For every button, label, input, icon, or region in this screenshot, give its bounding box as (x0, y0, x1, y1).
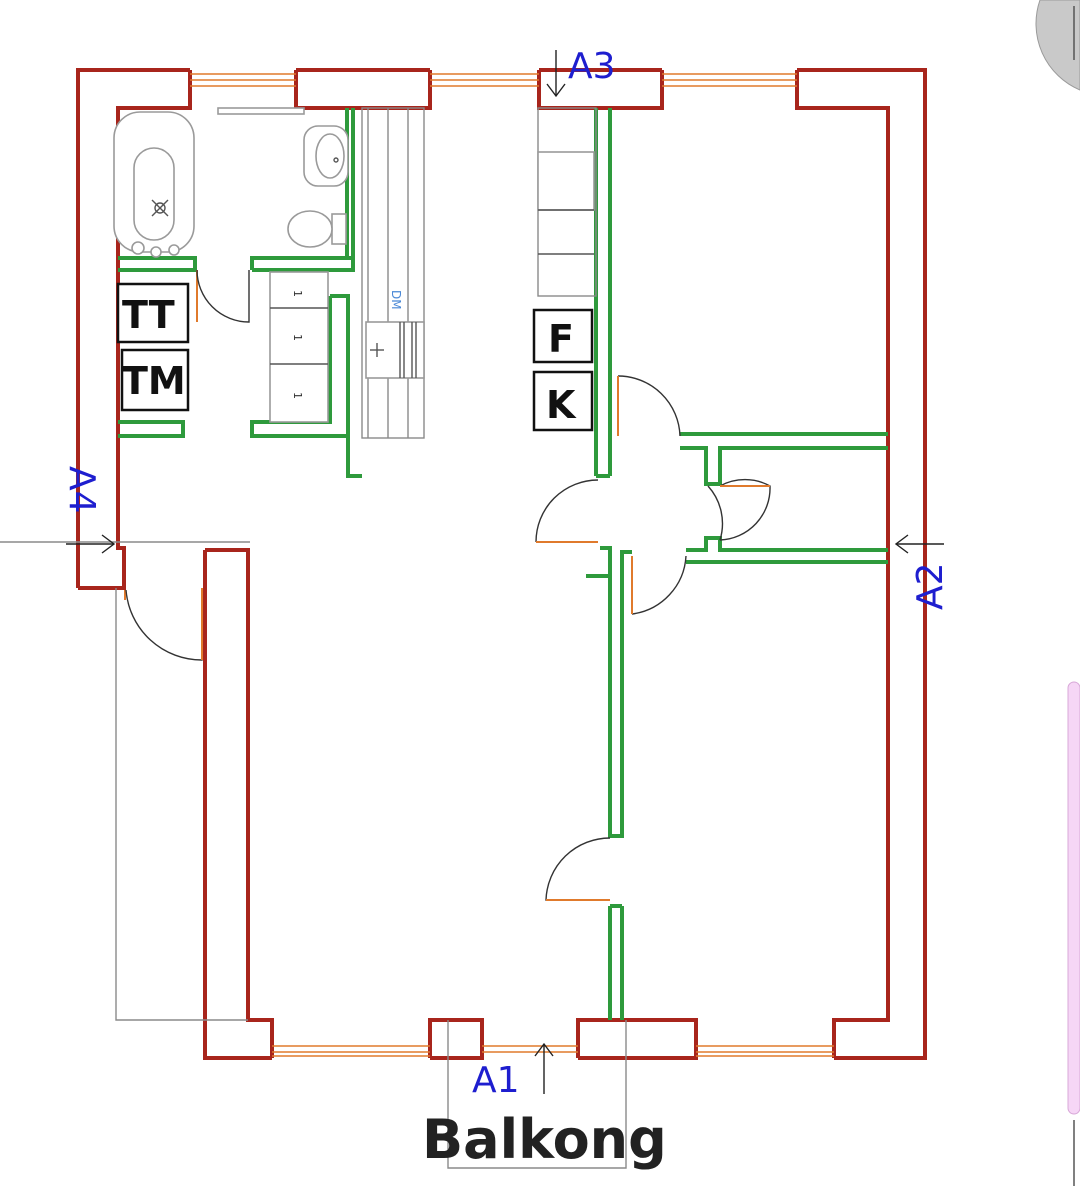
ui-chrome (1035, 0, 1080, 1186)
corner-menu-button[interactable] (1035, 0, 1080, 91)
section-markers: A3 A4 A2 A1 (61, 46, 951, 1101)
closet-mark-3: 1 (291, 392, 304, 399)
scrollbar-thumb[interactable] (1067, 681, 1080, 1115)
label-tm-text: TM (122, 359, 186, 403)
closet-mark-2: 1 (291, 334, 304, 341)
section-a4: A4 (61, 466, 102, 514)
label-tt-text: TT (122, 293, 175, 337)
windows (190, 73, 834, 1057)
closet-mark-1: 1 (291, 290, 304, 297)
label-tt: TT (116, 282, 190, 344)
label-k-text: K (546, 383, 577, 427)
room-balcony: Balkong (422, 1108, 667, 1171)
room-labels: TT TM F K Balkong (116, 282, 667, 1171)
fixtures: DM 1 1 1 (0, 107, 627, 1169)
label-f: F (532, 308, 594, 364)
label-f-text: F (548, 317, 574, 361)
exterior-walls (76, 68, 927, 1060)
section-a2: A2 (910, 562, 951, 610)
interior-walls (118, 108, 888, 1020)
label-tm: TM (120, 348, 190, 412)
section-a1: A1 (472, 1060, 520, 1101)
dm-label: DM (389, 290, 403, 310)
label-k: K (532, 370, 594, 432)
section-a3: A3 (568, 46, 616, 87)
doors (124, 269, 771, 901)
